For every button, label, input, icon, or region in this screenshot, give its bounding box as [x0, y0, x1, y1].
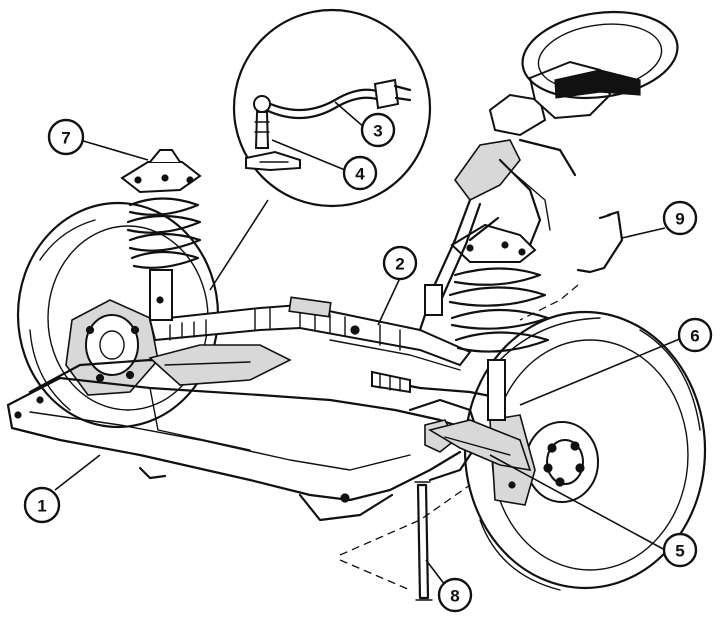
- brace-item-8: [339, 481, 471, 601]
- inset-leader: [209, 199, 269, 291]
- svg-text:9: 9: [675, 210, 684, 229]
- leader-7: [79, 139, 149, 161]
- leader-6: [519, 337, 683, 406]
- callout-8: 8: [437, 577, 473, 613]
- leader-1: [54, 454, 101, 491]
- right-tie-rod: [371, 370, 502, 400]
- steering-column: [424, 10, 679, 316]
- callout-5: 5: [662, 532, 698, 568]
- svg-text:4: 4: [355, 165, 365, 184]
- callout-9: 9: [662, 200, 698, 236]
- right-hub: [489, 414, 599, 506]
- svg-text:5: 5: [675, 542, 684, 561]
- steering-rack: [148, 296, 472, 371]
- svg-text:3: 3: [373, 122, 382, 141]
- callout-6: 6: [677, 317, 713, 353]
- svg-text:8: 8: [450, 587, 459, 606]
- svg-text:1: 1: [37, 497, 46, 516]
- callout-4: 4: [342, 155, 378, 191]
- inset-detail: [232, 8, 432, 208]
- leader-4: [271, 139, 346, 171]
- leader-8: [425, 559, 446, 586]
- right-strut: [448, 216, 550, 421]
- svg-text:6: 6: [690, 327, 699, 346]
- right-lower-arm: [427, 419, 532, 472]
- leader-5: [489, 454, 666, 551]
- bracket-item-9: [519, 210, 624, 321]
- callout-7: 7: [47, 118, 85, 156]
- callout-1: 1: [23, 486, 61, 524]
- svg-text:2: 2: [395, 255, 404, 274]
- left-lower-arm: [148, 344, 292, 386]
- leader-2: [377, 277, 401, 326]
- callout-3: 3: [360, 112, 396, 148]
- callout-2: 2: [382, 245, 418, 281]
- svg-text:7: 7: [61, 129, 70, 148]
- leader-3: [334, 101, 366, 129]
- left-strut: [120, 149, 202, 321]
- left-knuckle: [65, 299, 159, 396]
- leader-9: [621, 227, 666, 239]
